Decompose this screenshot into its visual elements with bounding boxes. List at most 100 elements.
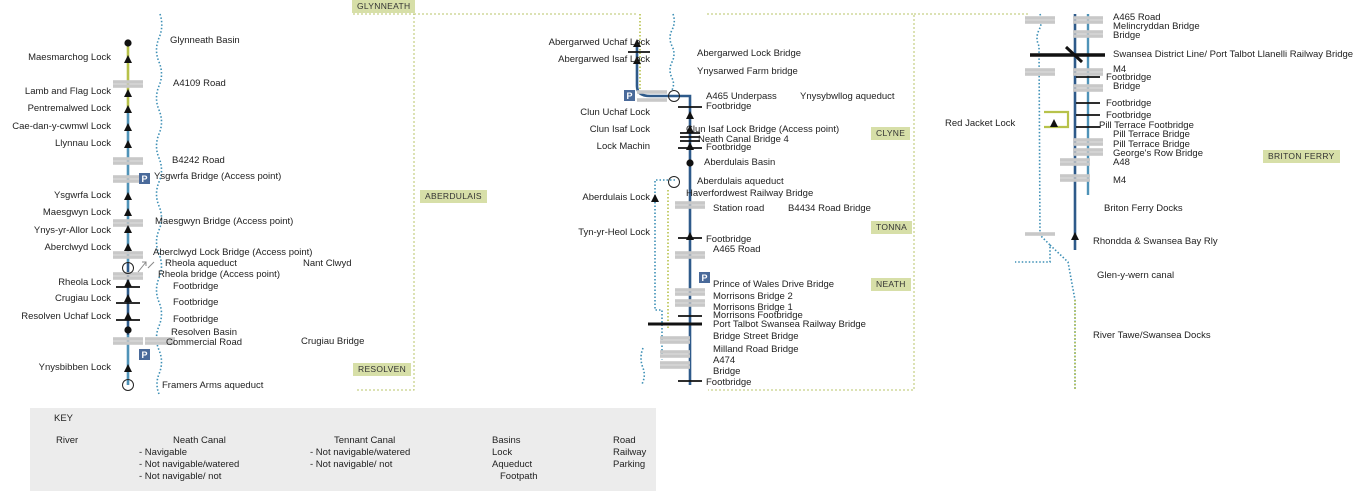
map-key: KEY River Neath Canal - Navigable - Not … xyxy=(30,408,656,491)
area-aberdulais: ABERDULAIS xyxy=(420,190,487,203)
area-resolven: RESOLVEN xyxy=(353,363,412,376)
lock-label: Abergarwed Uchaf Lock xyxy=(548,37,650,48)
feature-label: Footbridge xyxy=(1106,72,1152,83)
lock-label: Ysgwrfa Lock xyxy=(53,190,111,201)
feature-label: Ynysarwed Farm bridge xyxy=(697,66,798,77)
key-aqueduct-label: Aqueduct xyxy=(492,459,533,470)
feature-label: Aberclwyd Lock Bridge (Access point) xyxy=(153,247,313,258)
feature-label: B4242 Road xyxy=(172,155,225,166)
red-jacket-label: Red Jacket Lock xyxy=(945,118,1016,129)
feature-label: Footbridge xyxy=(706,142,752,153)
svg-text:P: P xyxy=(141,350,147,360)
key-road-label: Road xyxy=(613,435,636,446)
key-railway-label: Railway xyxy=(613,447,647,458)
feature-label: M4 xyxy=(1113,175,1127,186)
key-parking-label: Parking xyxy=(613,459,646,470)
area-briton-ferry: BRITON FERRY xyxy=(1263,150,1340,163)
crugiau-bridge-label: Crugiau Bridge xyxy=(301,336,365,347)
feature-label: Rhondda & Swansea Bay Rly xyxy=(1093,236,1218,247)
feature-label: Bridge Street Bridge xyxy=(713,331,799,342)
feature-label: Rheola bridge (Access point) xyxy=(158,269,280,280)
feature-label: Footbridge xyxy=(706,234,752,245)
feature-label: A474 xyxy=(713,355,736,366)
key-neath-dry: - Not navigable/ not xyxy=(139,471,222,482)
neath-canal-col3 xyxy=(1044,14,1090,250)
lock-label: Clun Uchaf Lock xyxy=(580,107,650,118)
lock-label: Pentremalwed Lock xyxy=(27,103,111,114)
lock-label: Lamb and Flag Lock xyxy=(24,86,111,97)
feature-label: River Tawe/Swansea Docks xyxy=(1093,330,1211,341)
feature-label: Footbridge xyxy=(706,377,752,388)
feature-label: Morrisons Footbridge xyxy=(713,310,803,321)
river-col2-lower xyxy=(640,179,675,385)
feature-label: Footbridge xyxy=(173,297,219,308)
key-title: KEY xyxy=(54,413,74,424)
key-neath-canal-heading: Neath Canal xyxy=(173,435,226,446)
feature-label: Rheola aqueduct xyxy=(165,258,237,269)
key-lock-label: Lock xyxy=(492,447,513,458)
feature-label: Bridge xyxy=(1113,30,1141,41)
area-neath: NEATH xyxy=(871,278,911,291)
col1-locks xyxy=(124,55,132,372)
lock-label: Lock Machin xyxy=(596,141,650,152)
feature-label: Morrisons Bridge 2 xyxy=(713,291,793,302)
feature-label: Milland Road Bridge xyxy=(713,344,799,355)
col3-locks xyxy=(1050,119,1079,240)
feature-label: Pill Terrace Bridge xyxy=(1113,139,1190,150)
area-glynneath: GLYNNEATH xyxy=(352,0,416,13)
ynysybwllog-label: Ynysybwllog aqueduct xyxy=(800,91,895,102)
feature-label: Bridge xyxy=(1113,81,1141,92)
feature-label: Glynneath Basin xyxy=(170,35,240,46)
feature-label: Commercial Road xyxy=(166,337,243,348)
nant-clwyd-label: Nant Clwyd xyxy=(303,258,352,269)
feature-label: Pill Terrace Footbridge xyxy=(1099,120,1194,131)
lock-label: Cae-dan-y-cwmwl Lock xyxy=(12,121,111,132)
key-footpath-label: Footpath xyxy=(500,471,538,482)
feature-label: A465 Road xyxy=(1113,12,1161,23)
tennant-canal-col2 xyxy=(639,14,669,330)
col3-footbridges xyxy=(1076,76,1100,128)
key-tennant-dry: - Not navigable/ not xyxy=(310,459,393,470)
feature-label: George's Row Bridge xyxy=(1113,148,1203,159)
feature-label: M4 xyxy=(1113,64,1127,75)
col1-parking: P P xyxy=(139,173,150,360)
feature-label: A4109 Road xyxy=(173,78,226,89)
lock-label: Ynys-yr-Allor Lock xyxy=(33,225,111,236)
lock-label: Crugiau Lock xyxy=(55,293,111,304)
feature-label: Morrisons Bridge 1 xyxy=(713,302,793,313)
feature-label: Briton Ferry Docks xyxy=(1104,203,1183,214)
feature-label: Port Talbot Swansea Railway Bridge xyxy=(713,319,866,330)
col1-aqueducts xyxy=(122,262,134,391)
lock-label: Rheola Lock xyxy=(58,277,111,288)
svg-text:P: P xyxy=(626,91,632,101)
feature-label: Abergarwed Lock Bridge xyxy=(697,48,802,59)
col2-aqueducts xyxy=(668,90,680,188)
feature-label: Station road xyxy=(713,203,765,214)
feature-label: Clun Isaf Lock Bridge (Access point) xyxy=(686,124,840,135)
lock-label: Ynysbibben Lock xyxy=(38,362,111,373)
river-col3 xyxy=(1015,13,1051,263)
col2-basin xyxy=(686,159,694,167)
key-basins-label: Basins xyxy=(492,435,521,446)
feature-label: Footbridge xyxy=(1106,98,1152,109)
section-frames xyxy=(353,13,1030,391)
area-tonna: TONNA xyxy=(871,221,913,234)
key-neath-watered: - Not navigable/watered xyxy=(139,459,240,470)
river-col2-top xyxy=(669,13,676,91)
col2-footbridges xyxy=(628,51,702,382)
feature-label: Aberdulais aqueduct xyxy=(697,176,784,187)
area-clyne: CLYNE xyxy=(871,127,911,140)
feature-label: Resolven Basin xyxy=(171,327,238,338)
lock-label: Abergarwed Isaf Lock xyxy=(558,54,650,65)
feature-label: Neath Canal Bridge 4 xyxy=(698,134,789,145)
lock-label: Llynnau Lock xyxy=(55,138,111,149)
feature-label: A465 Underpass xyxy=(706,91,777,102)
feature-label: Pill Terrace Bridge xyxy=(1113,129,1190,140)
lock-label: Maesgwyn Lock xyxy=(42,207,111,218)
col2-locks xyxy=(633,39,694,240)
svg-text:P: P xyxy=(701,273,707,283)
lock-label: Maesmarchog Lock xyxy=(28,52,111,63)
feature-label: Footbridge xyxy=(706,101,752,112)
col3-railway xyxy=(1030,45,1105,64)
